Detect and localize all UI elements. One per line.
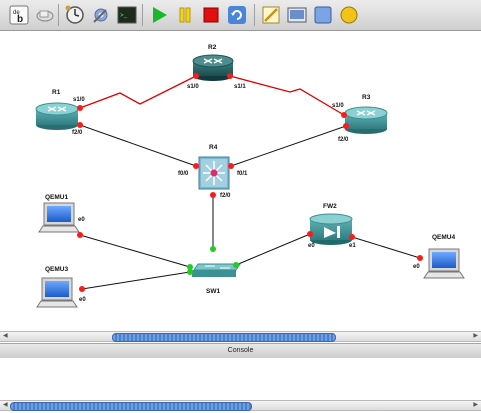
port-label: e0 [78, 217, 85, 223]
snapshot-icon[interactable] [64, 4, 86, 26]
switch-sw1[interactable] [192, 263, 241, 277]
start-icon[interactable] [148, 4, 170, 26]
port-label: s1/0 [187, 84, 199, 90]
link-r1-r2[interactable] [79, 75, 197, 109]
node-label-sw1: SW1 [206, 288, 220, 295]
scroll-right-icon[interactable]: ▶ [473, 402, 478, 408]
router-r4[interactable] [198, 156, 230, 190]
console-title: Console [227, 347, 254, 354]
router-r2[interactable] [192, 54, 234, 81]
scroll-right-icon[interactable]: ▶ [473, 333, 478, 339]
node-label-r2: R2 [208, 44, 217, 51]
port-label: s1/1 [234, 84, 246, 90]
router-r1[interactable] [35, 102, 79, 130]
node-label-fw2: FW2 [323, 203, 337, 210]
router-r3[interactable] [344, 106, 388, 134]
topology-canvas[interactable]: R1 R2 R3 R4 FW2 SW1 QEMU1 QEMU3 QEMU4 s1… [0, 31, 481, 329]
host-qemu3[interactable] [36, 277, 78, 308]
port-label: f2/0 [338, 137, 349, 143]
port-label: s1/0 [332, 103, 344, 109]
rectangle-icon[interactable] [312, 4, 334, 26]
scroll-left-icon[interactable]: ◀ [3, 333, 8, 339]
node-label-r3: R3 [362, 94, 371, 101]
node-label-r4: R4 [209, 144, 218, 151]
link-fw2-qemu4[interactable] [351, 236, 421, 259]
node-label-qemu4: QEMU4 [432, 234, 456, 241]
link-r1-r4[interactable] [79, 124, 197, 167]
port-label: f2/0 [220, 193, 231, 199]
link-qemu3-sw1[interactable] [81, 271, 191, 290]
canvas-scrollbar-thumb[interactable] [112, 333, 336, 342]
link-r2-r3[interactable] [229, 75, 345, 116]
port-label: e0 [79, 297, 86, 303]
screenshot-icon[interactable] [34, 4, 56, 26]
canvas-scrollbar[interactable]: ◀ ▶ [0, 331, 481, 342]
port-label: f0/0 [178, 171, 189, 177]
port-status-dots [77, 73, 423, 292]
port-label: s1/0 [73, 97, 85, 103]
pause-icon[interactable] [174, 4, 196, 26]
port-label: f0/1 [237, 171, 248, 177]
port-label: f2/0 [72, 130, 83, 136]
console-title-bar[interactable]: Console [0, 343, 481, 359]
port-label: e0 [413, 264, 420, 270]
link-sw1-fw2[interactable] [235, 233, 311, 266]
console-icon[interactable]: >_ [116, 4, 138, 26]
link-r3-r4[interactable] [230, 125, 347, 167]
link-qemu1-sw1[interactable] [79, 234, 191, 268]
port-label: e1 [349, 243, 356, 249]
svg-text:>_: >_ [120, 12, 128, 19]
firewall-fw2[interactable] [309, 213, 353, 245]
node-label-qemu1: QEMU1 [45, 194, 69, 201]
console-scrollbar[interactable]: ◀ ▶ [0, 400, 481, 411]
ellipse-icon[interactable] [338, 4, 360, 26]
note-icon[interactable] [260, 4, 282, 26]
host-qemu1[interactable] [38, 202, 80, 233]
console-scrollbar-thumb[interactable] [10, 402, 252, 411]
reload-icon[interactable] [226, 4, 248, 26]
node-label-qemu3: QEMU3 [45, 266, 69, 273]
node-label-r1: R1 [52, 89, 61, 96]
scroll-left-icon[interactable]: ◀ [3, 402, 8, 408]
svg-text:b: b [17, 14, 23, 25]
port-label: e0 [308, 243, 315, 249]
stop-icon[interactable] [200, 4, 222, 26]
console-output[interactable] [0, 358, 481, 400]
preferences-icon[interactable] [90, 4, 112, 26]
picture-icon[interactable] [286, 4, 308, 26]
svg-text:de: de [13, 10, 20, 16]
host-qemu4[interactable] [423, 248, 465, 279]
